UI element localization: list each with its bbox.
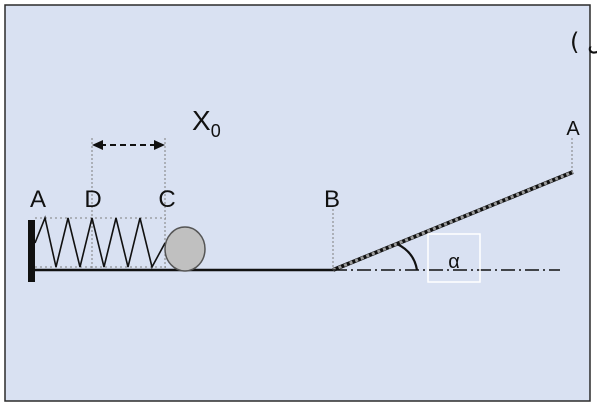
- point-c-label: C: [158, 186, 175, 213]
- angle-alpha-label: α: [448, 251, 460, 273]
- wall-block: [28, 220, 35, 282]
- x0-arrow-right-icon: [154, 140, 165, 150]
- angle-arc: [396, 243, 419, 271]
- spring-coil: [34, 215, 166, 270]
- alpha-label-box: [427, 233, 481, 283]
- point-a-left-label: A: [30, 186, 46, 213]
- x0-label: X0: [192, 105, 221, 141]
- point-a-right-label: A: [566, 118, 580, 140]
- point-d-label: D: [84, 186, 101, 213]
- ramp-hatching: [332, 170, 574, 272]
- point-b-label: B: [324, 186, 340, 213]
- figure-title: ( الشكل ): [570, 28, 597, 56]
- x0-arrow-left-icon: [92, 140, 103, 150]
- ball: [164, 226, 206, 272]
